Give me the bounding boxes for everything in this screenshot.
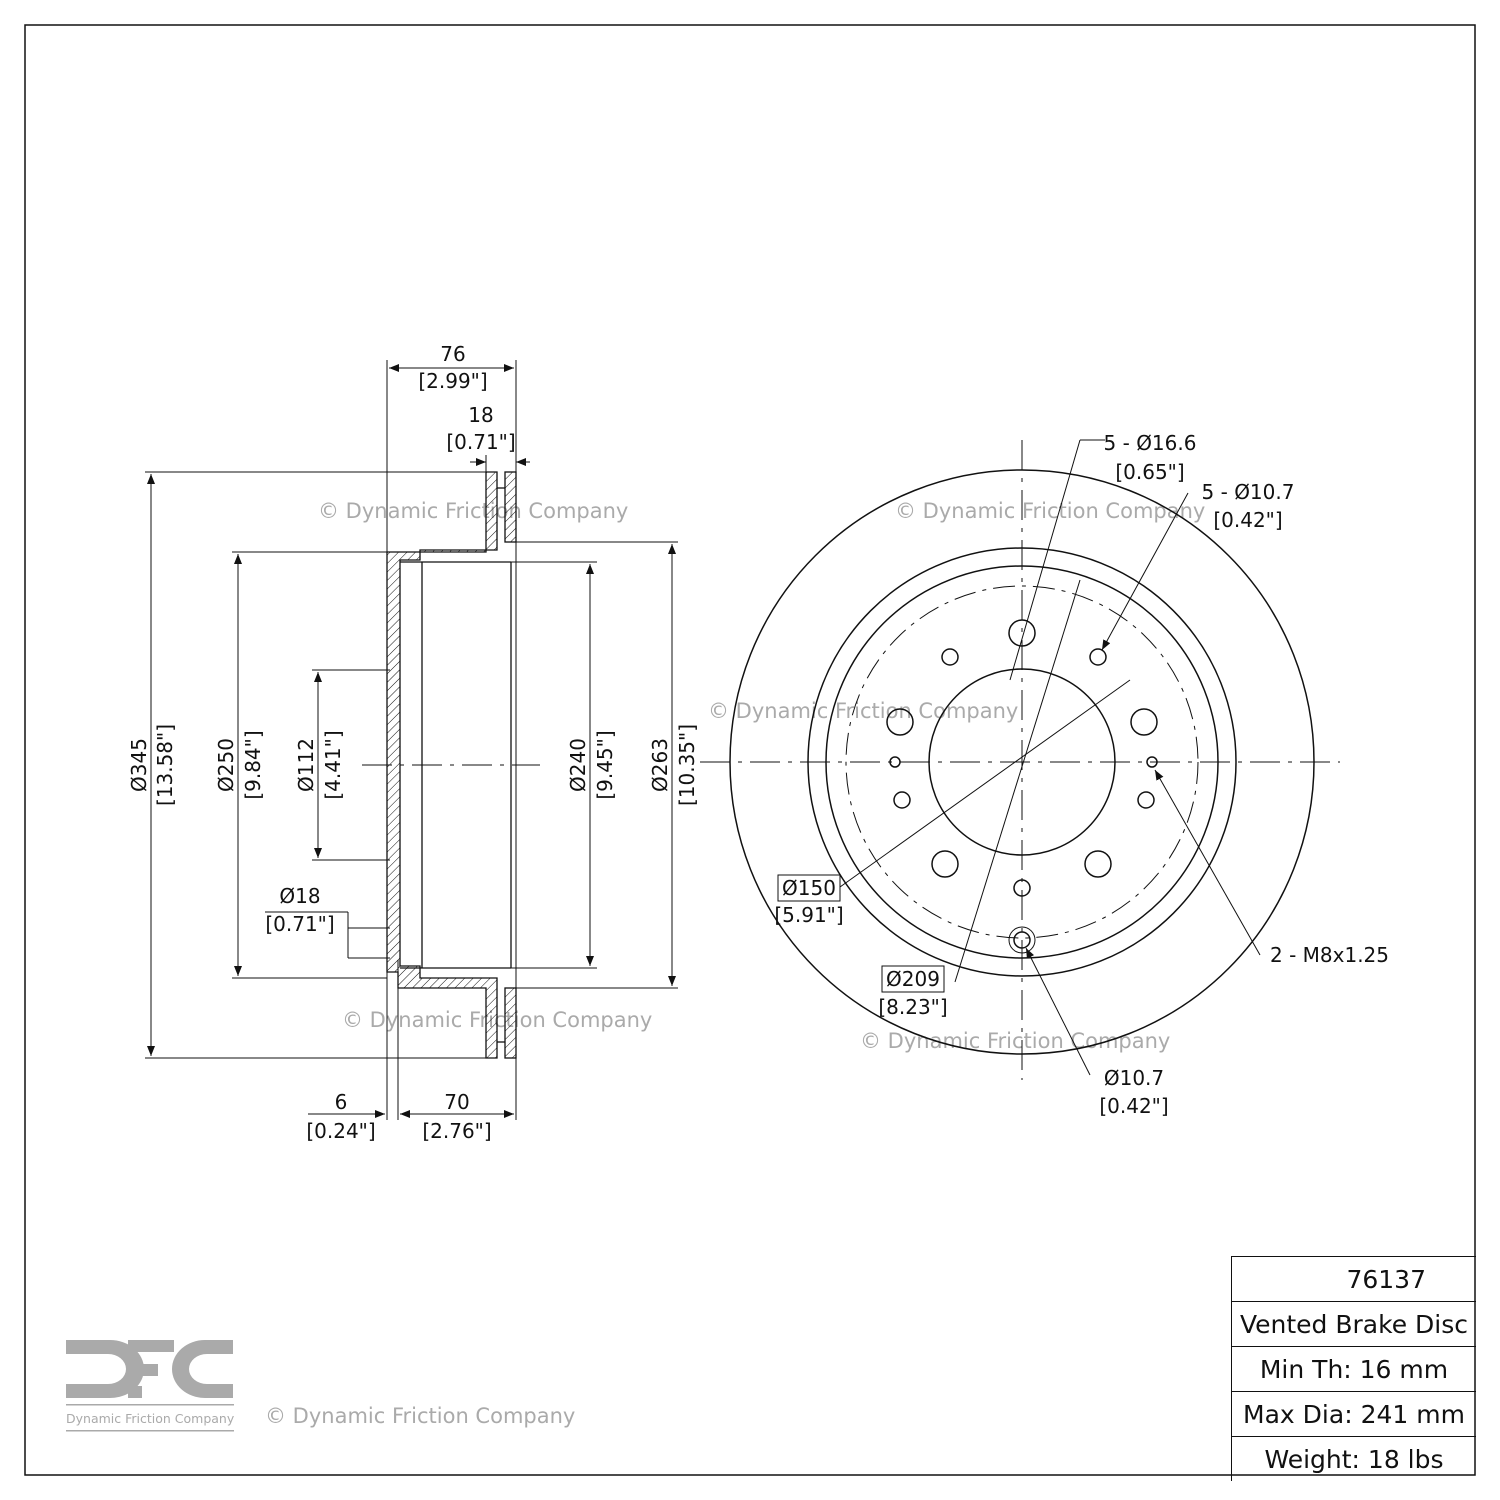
dim-width: 76 [440, 342, 465, 366]
dim-bore: Ø112 [294, 738, 318, 792]
watermark: © Dynamic Friction Company [895, 499, 1205, 523]
dim-depth-in: [2.76"] [422, 1119, 491, 1143]
dim-bore-in: [4.41"] [321, 730, 345, 799]
dim-thickness-in: [0.71"] [446, 430, 515, 454]
label-small-holes-in: [0.42"] [1213, 508, 1282, 532]
dim-hat-dia: Ø250 [214, 738, 238, 792]
logo-caption: Dynamic Friction Company [66, 1411, 235, 1426]
min-thickness: Min Th: 16 mm [1232, 1347, 1476, 1392]
label-pcd209-in: [8.23"] [878, 995, 947, 1019]
label-thread: 2 - M8x1.25 [1270, 943, 1389, 967]
dim-thickness: 18 [468, 403, 493, 427]
dim-drum-in: [9.45"] [593, 730, 617, 799]
dim-inner-in: [10.35"] [675, 724, 699, 806]
dim-hat-dia-in: [9.84"] [241, 730, 265, 799]
label-small-holes: 5 - Ø10.7 [1202, 480, 1295, 504]
dim-width-in: [2.99"] [418, 369, 487, 393]
max-diameter: Max Dia: 241 mm [1232, 1392, 1476, 1437]
dim-hole-in: [0.71"] [265, 912, 334, 936]
dim-outer-dia-in: [13.58"] [153, 724, 177, 806]
watermark: © Dynamic Friction Company [708, 699, 1018, 723]
part-type: Vented Brake Disc [1232, 1302, 1476, 1347]
dim-drum: Ø240 [566, 738, 590, 792]
side-section-view [145, 360, 678, 1120]
part-number: 76137 [1232, 1256, 1476, 1302]
dim-outer-dia: Ø345 [127, 738, 151, 792]
title-block: 76137 Vented Brake Disc Min Th: 16 mm Ma… [1231, 1256, 1476, 1481]
dfc-logo: Dynamic Friction Company [66, 1340, 235, 1432]
border [24, 24, 1476, 1476]
dim-hole: Ø18 [279, 884, 320, 908]
label-pcd150-in: [5.91"] [774, 903, 843, 927]
weight: Weight: 18 lbs [1264, 1444, 1444, 1474]
label-bolt-holes: 5 - Ø16.6 [1104, 431, 1197, 455]
label-single-hole-in: [0.42"] [1099, 1094, 1168, 1118]
label-pcd150: Ø150 [782, 876, 836, 900]
front-view [700, 439, 1340, 1080]
dim-depth: 70 [444, 1090, 469, 1114]
dim-face: 6 [335, 1090, 348, 1114]
label-bolt-holes-in: [0.65"] [1115, 460, 1184, 484]
dim-face-in: [0.24"] [306, 1119, 375, 1143]
label-single-hole: Ø10.7 [1104, 1066, 1164, 1090]
watermark: © Dynamic Friction Company [265, 1404, 575, 1428]
dim-inner: Ø263 [648, 738, 672, 792]
watermark: © Dynamic Friction Company [318, 499, 628, 523]
label-pcd209: Ø209 [886, 967, 940, 991]
watermark: © Dynamic Friction Company [860, 1029, 1170, 1053]
